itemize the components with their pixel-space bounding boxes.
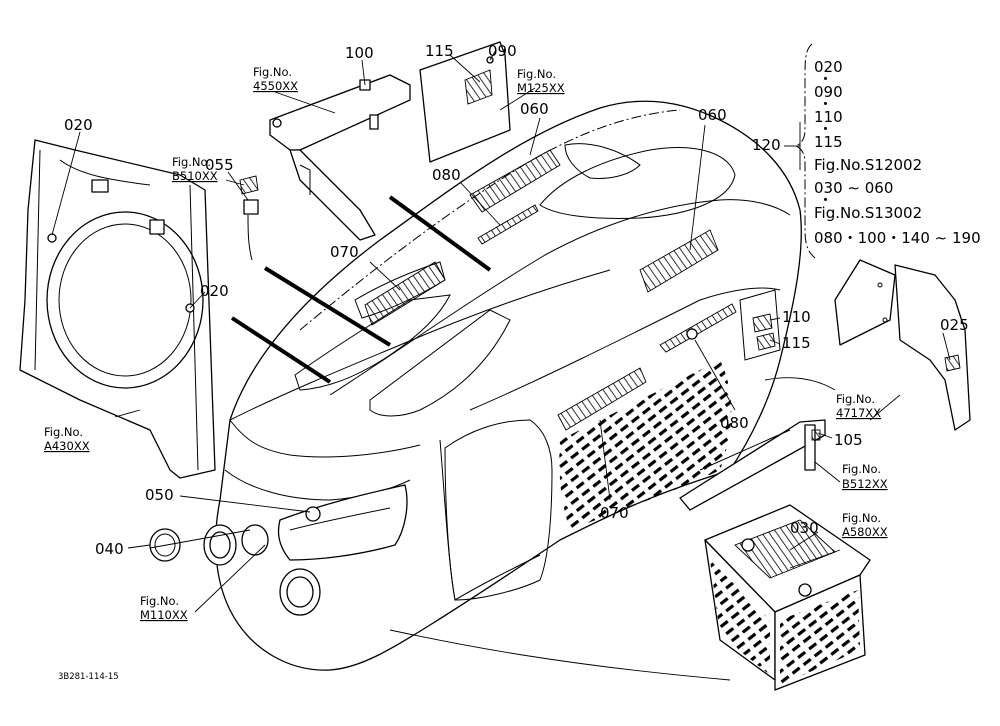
fig-4550-prefix: Fig.No. <box>253 65 292 79</box>
callout-120: 120 <box>752 136 781 154</box>
fig-m110-prefix: Fig.No. <box>140 594 179 608</box>
kit-row-5: Fig.No.S12002 <box>814 156 922 174</box>
fig-a580-number: A580XX <box>842 525 888 539</box>
callout-060-top: 060 <box>520 100 549 118</box>
callout-025: 025 <box>940 316 969 334</box>
kit-dot-1: ・ <box>818 70 833 88</box>
kit-list: 020 ・ 090 ・ 110 ・ 115 Fig.No.S12002 030 … <box>814 58 981 247</box>
fig-4717-number: 4717XX <box>836 406 881 420</box>
kit-row-2: 090 <box>814 83 843 101</box>
callout-020-upper: 020 <box>64 116 93 134</box>
fig-b512-number: B512XX <box>842 477 888 491</box>
fig-a430-number: A430XX <box>44 439 90 453</box>
fig-m125-number: M125XX <box>517 81 565 95</box>
fig-4717-prefix: Fig.No. <box>836 392 875 406</box>
callout-055: 055 <box>205 156 234 174</box>
callout-020-lower: 020 <box>200 282 229 300</box>
callout-040: 040 <box>95 540 124 558</box>
fig-m125-prefix: Fig.No. <box>517 67 556 81</box>
callout-080-top: 080 <box>432 166 461 184</box>
callout-060-right: 060 <box>698 106 727 124</box>
kit-dot-3: ・ <box>818 120 833 138</box>
kit-row-3: 110 <box>814 108 843 126</box>
kit-dot-2: ・ <box>818 95 833 113</box>
bracket-b512 <box>679 419 826 511</box>
kit-row-1: 020 <box>814 58 843 76</box>
callout-080-side: 080 <box>720 414 749 432</box>
bracket-4717 <box>834 259 971 431</box>
kit-row-7: Fig.No.S13002 <box>814 204 922 222</box>
callout-105: 105 <box>834 431 863 449</box>
fig-b510-number: B510XX <box>172 169 218 183</box>
radiator-shroud <box>19 139 216 479</box>
kit-brace <box>794 43 816 259</box>
callout-070-side: 070 <box>600 504 629 522</box>
bonnet-hood <box>203 100 802 671</box>
bracket-assembly-top <box>269 74 411 241</box>
kit-row-4: 115 <box>814 133 843 151</box>
callout-050: 050 <box>145 486 174 504</box>
switch-055 <box>239 175 259 261</box>
callout-110: 110 <box>782 308 811 326</box>
callout-070-top: 070 <box>330 243 359 261</box>
kit-row-8: 080・100・140 ∼ 190 <box>814 229 981 247</box>
fig-a430-prefix: Fig.No. <box>44 425 83 439</box>
callout-100: 100 <box>345 44 374 62</box>
fig-m110-number: M110XX <box>140 608 188 622</box>
drawing-code: 3B281-114-15 <box>58 672 119 682</box>
battery <box>704 504 871 691</box>
fig-4550-number: 4550XX <box>253 79 298 93</box>
kit-row-6: 030 ∼ 060 <box>814 179 893 197</box>
callout-090: 090 <box>488 42 517 60</box>
callout-115-top: 115 <box>425 42 454 60</box>
fig-a580-prefix: Fig.No. <box>842 511 881 525</box>
fig-b510-prefix: Fig.No. <box>172 155 211 169</box>
figure-references: Fig.No. 4550XX Fig.No. M125XX Fig.No. B5… <box>44 65 888 622</box>
callout-030: 030 <box>790 519 819 537</box>
assembly-arrows <box>230 195 836 681</box>
kit-dot-4: ・ <box>818 191 833 209</box>
callout-numbers: 020 020 025 030 040 050 055 060 060 070 … <box>64 42 969 558</box>
plate-m125 <box>419 41 511 163</box>
callout-115-right: 115 <box>782 334 811 352</box>
fig-b512-prefix: Fig.No. <box>842 462 881 476</box>
leader-lines <box>51 49 951 613</box>
